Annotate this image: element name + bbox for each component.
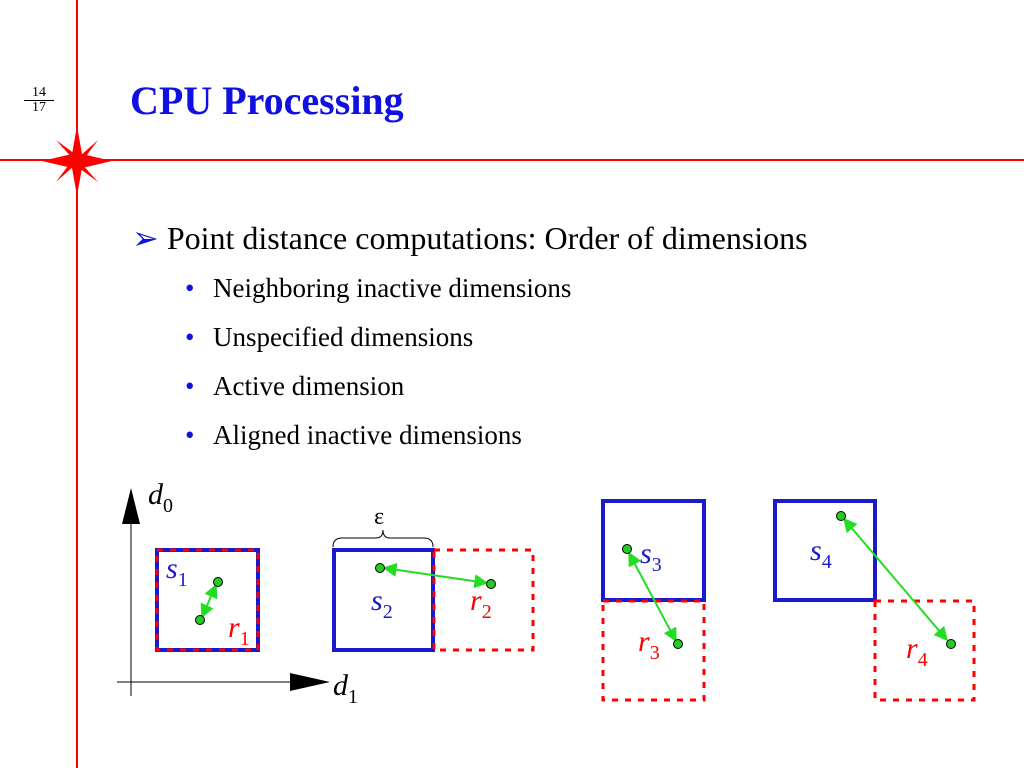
main-bullet: ➢Point distance computations: Order of d… <box>132 216 808 260</box>
sub-bullet-text: Active dimension <box>213 371 405 401</box>
point-s3 <box>622 544 632 554</box>
x-axis-arrowhead <box>290 673 330 691</box>
epsilon-label: ε <box>374 504 384 530</box>
distance-arrow-2 <box>382 562 489 589</box>
case-vertical: s3 r3 <box>601 499 706 702</box>
point-s1 <box>213 577 223 587</box>
label-r3: r3 <box>638 625 660 664</box>
sub-bullet-text: Aligned inactive dimensions <box>213 420 522 450</box>
label-s1: s1 <box>166 552 188 591</box>
axis-y-label: d0 <box>148 478 173 517</box>
sub-bullet-text: Neighboring inactive dimensions <box>213 273 572 303</box>
label-s4: s4 <box>810 534 832 573</box>
distance-arrow-3 <box>628 551 677 643</box>
case-aligned: s1 r1 <box>155 548 260 652</box>
sub-bullet-3: • Active dimension <box>185 369 404 403</box>
distance-arrow-1 <box>200 583 218 619</box>
sub-bullet-text: Unspecified dimensions <box>213 322 474 352</box>
box-r4 <box>873 599 976 702</box>
epsilon-brace <box>332 529 434 548</box>
axis-x-label: d1 <box>333 669 358 708</box>
arrow-bullet-icon: ➢ <box>132 220 159 256</box>
vertical-rule <box>76 0 78 768</box>
sub-bullet-2: • Unspecified dimensions <box>185 320 473 354</box>
distance-arrow-4 <box>843 517 948 642</box>
page-current: 14 <box>24 86 54 101</box>
point-r4 <box>946 639 956 649</box>
horizontal-rule <box>0 159 1024 161</box>
point-r2 <box>486 579 496 589</box>
page-total: 17 <box>32 100 46 115</box>
case-diagonal: s4 r4 <box>773 499 976 702</box>
bullet-dot-icon: • <box>185 371 195 401</box>
point-r1 <box>195 615 205 625</box>
point-s4 <box>836 511 846 521</box>
sub-bullet-4: • Aligned inactive dimensions <box>185 418 522 452</box>
star-icon <box>42 126 112 196</box>
label-r2: r2 <box>470 584 492 623</box>
main-bullet-text: Point distance computations: Order of di… <box>166 220 808 256</box>
bullet-dot-icon: • <box>185 420 195 450</box>
point-s2 <box>375 563 385 573</box>
axes: d0 d1 <box>117 478 358 708</box>
sub-bullet-1: • Neighboring inactive dimensions <box>185 271 571 305</box>
box-r3 <box>601 599 706 702</box>
box-s2 <box>332 548 435 652</box>
box-r2 <box>432 548 535 652</box>
box-r1 <box>155 548 260 652</box>
label-r4: r4 <box>906 632 928 671</box>
bullet-dot-icon: • <box>185 273 195 303</box>
label-s2: s2 <box>371 584 393 623</box>
box-s3 <box>601 499 706 602</box>
page-number: 14 17 <box>24 86 54 115</box>
point-r3 <box>673 639 683 649</box>
page-title: CPU Processing <box>130 78 404 123</box>
label-r1: r1 <box>228 611 250 650</box>
case-horizontal: ε s2 r2 <box>332 504 535 652</box>
y-axis-arrowhead <box>122 488 140 524</box>
label-s3: s3 <box>640 537 662 576</box>
bullet-dot-icon: • <box>185 322 195 352</box>
